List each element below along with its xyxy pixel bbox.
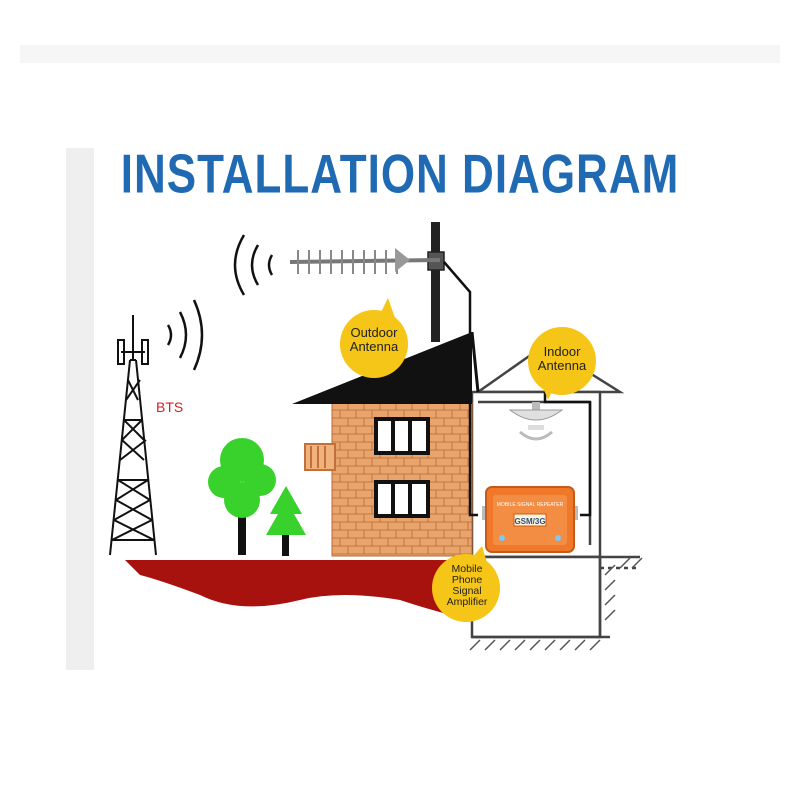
label-outdoor-line1: Outdoor xyxy=(350,325,398,340)
balcony xyxy=(304,443,336,471)
bts-tower xyxy=(109,315,157,556)
indoor-antenna xyxy=(508,402,564,441)
bubble-outdoor-antenna xyxy=(340,298,408,378)
label-outdoor-line2: Antenna xyxy=(349,338,399,354)
label-amplifier: Mobile Phone Signal Amplifier xyxy=(434,563,500,609)
diagram-title-wrap: INSTALLATION DIAGRAM xyxy=(0,144,800,205)
label-indoor-antenna: Indoor Antenna xyxy=(528,345,596,372)
background-band xyxy=(20,45,780,63)
bubble-amplifier xyxy=(432,546,500,622)
label-amplifier-line3: Signal xyxy=(452,585,482,598)
label-amplifier-line4: Amplifier xyxy=(446,596,488,609)
label-indoor-line2: Antenna xyxy=(537,357,587,373)
ground xyxy=(125,560,470,620)
background-strip xyxy=(66,148,94,670)
label-indoor-line1: Indoor xyxy=(543,344,581,359)
signal-amplifier: MOBILE SIGNAL REPEATER GSM/3G xyxy=(482,486,578,553)
bts-signal-waves xyxy=(166,299,204,371)
bubble-indoor-antenna xyxy=(528,327,596,400)
upper-window xyxy=(374,417,430,455)
trees xyxy=(208,438,306,556)
label-outdoor-antenna: Outdoor Antenna xyxy=(340,326,408,353)
lower-window xyxy=(374,480,430,518)
amplifier-display: GSM/3G xyxy=(514,517,545,526)
label-amplifier-line1: Mobile xyxy=(451,563,483,575)
cables xyxy=(443,261,592,517)
ground-hatch xyxy=(469,557,643,651)
amplifier-header: MOBILE SIGNAL REPEATER xyxy=(497,502,564,508)
outdoor-antenna xyxy=(289,222,445,342)
outdoor-antenna-signal-waves xyxy=(233,234,274,296)
label-amplifier-line2: Phone xyxy=(451,574,483,587)
diagram-title: INSTALLATION DIAGRAM xyxy=(120,143,680,205)
bts-label: BTS xyxy=(156,399,183,415)
